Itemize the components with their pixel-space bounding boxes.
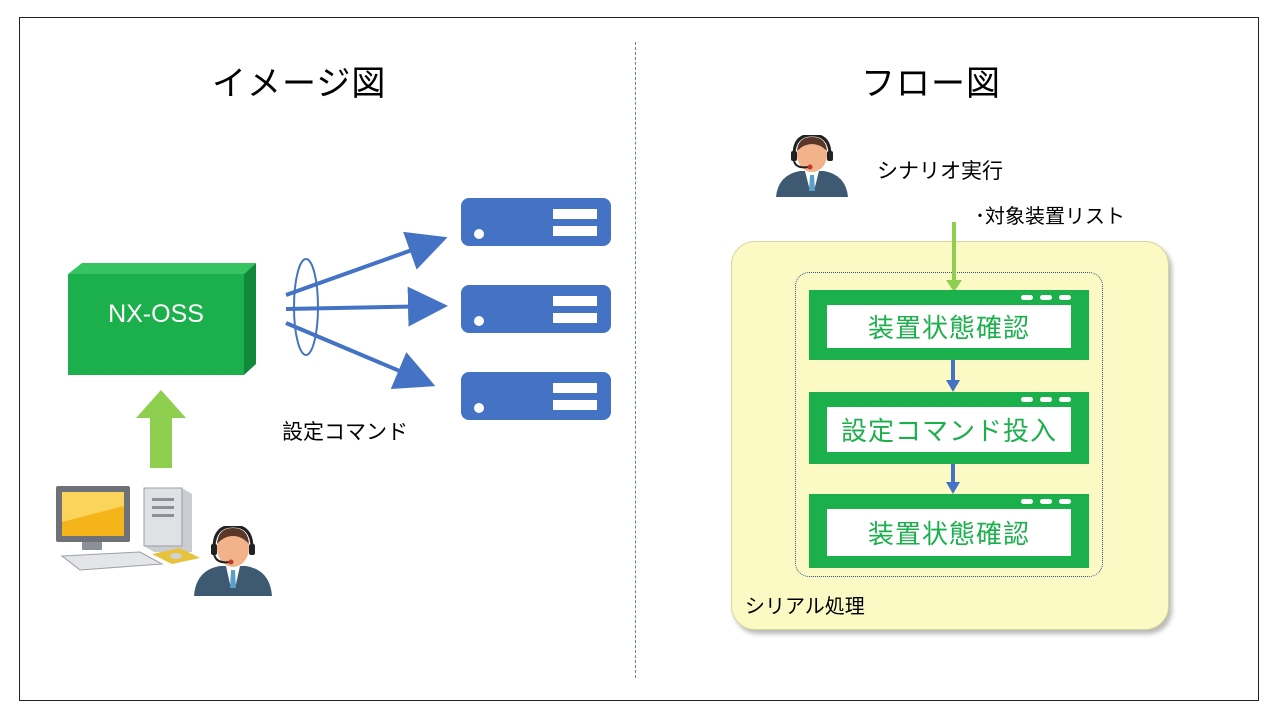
computer-icon [56,486,200,571]
center-divider [635,42,636,678]
right-title: フロー図 [861,64,1001,104]
server-icon [461,198,611,246]
step-label: 設定コマンド投入 [827,407,1071,452]
command-label: 設定コマンド [282,420,408,444]
step-label: 装置状態確認 [827,509,1071,556]
input-arrow-icon [946,222,962,292]
flow-step-3: 装置状態確認 [809,494,1089,568]
flow-step-1: 装置状態確認 [809,290,1089,360]
serial-processing-label: シリアル処理 [745,594,865,618]
step-indicator-dots [1021,499,1071,504]
nxoss-label: NX-OSS [108,300,204,328]
down-arrow-icon [946,360,960,392]
server-icon [461,372,611,420]
step-label: 装置状態確認 [827,305,1071,348]
operator-icon [194,526,272,596]
flow-step-2: 設定コマンド投入 [809,392,1089,464]
flow-container [795,272,1103,577]
command-arrows [285,231,448,389]
operator-icon [776,135,848,197]
down-arrow-icon [946,464,960,494]
step-indicator-dots [1021,295,1071,300]
left-title: イメージ図 [212,64,387,104]
nxoss-box [68,263,256,375]
server-icon [461,285,611,333]
step-indicator-dots [1021,397,1071,402]
up-arrow-icon [136,390,186,468]
scenario-run-label: シナリオ実行 [877,159,1003,183]
slide-frame [19,17,1259,701]
target-list-label: ･対象装置リスト [975,204,1125,228]
